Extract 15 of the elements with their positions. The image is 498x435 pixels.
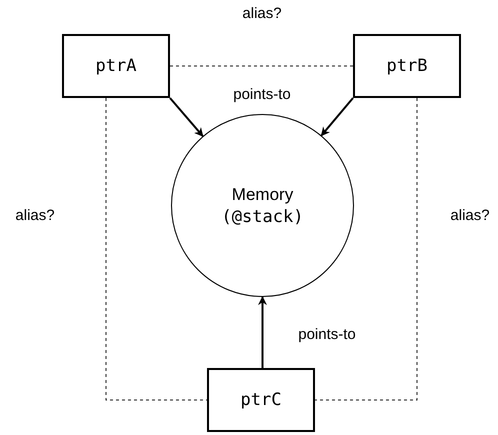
arrow: [258, 296, 267, 368]
dashed-line: [106, 98, 208, 400]
pointer-box: [62, 34, 170, 98]
node-title: Memory: [232, 184, 294, 206]
arrow: [320, 97, 354, 136]
pointer-box: [207, 368, 315, 432]
dashed-line: [314, 98, 418, 400]
edge-label: points-to: [296, 326, 358, 344]
code-text: (@stack): [222, 206, 304, 228]
pointer-box: [353, 34, 461, 98]
arrow: [169, 97, 204, 137]
code-text: ptrB: [386, 55, 428, 77]
edge-label: points-to: [231, 86, 293, 104]
code-text: ptrC: [240, 389, 282, 411]
code-text: ptrA: [96, 55, 136, 77]
